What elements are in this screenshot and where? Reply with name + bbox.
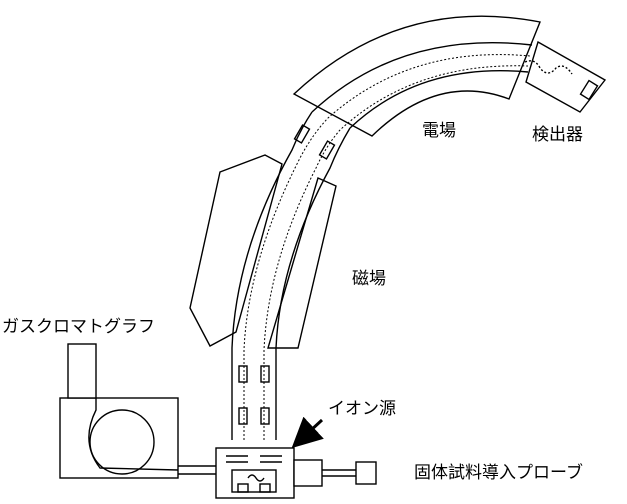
gas-chromatograph-column-coil (89, 409, 155, 475)
flight-tube-wall-upper (311, 42, 533, 113)
magnetic-field-label: 磁場 (352, 269, 386, 289)
slit-4 (260, 407, 270, 425)
magnetic-field-sector (189, 154, 283, 347)
gas-chromatograph-tubing (88, 398, 179, 471)
detector-element (579, 79, 599, 101)
detector-housing (525, 40, 607, 113)
detector-label: 検出器 (532, 125, 583, 145)
flight-tube-wall-lower (349, 69, 529, 129)
ion-chamber-coil (247, 474, 265, 482)
solid-probe-handle (355, 461, 377, 485)
ion-source-label: イオン源 (328, 399, 396, 419)
ion-beam-path-1 (243, 54, 531, 440)
ion-chamber-filament-left (237, 483, 249, 493)
ion-source-pointer-arrow (291, 416, 324, 449)
ion-chamber-filament-right (259, 483, 271, 493)
solid-probe-label: 固体試料導入プローブ (414, 462, 583, 483)
electric-field-label: 電場 (422, 121, 456, 141)
gas-chromatograph-label: ガスクロマトグラフ (2, 317, 155, 337)
solid-probe-sleeve (293, 459, 323, 487)
slit-1 (238, 365, 248, 383)
gas-chromatograph-column-housing (67, 343, 97, 399)
slit-6 (318, 140, 336, 160)
slit-5 (293, 124, 311, 144)
flight-tube-wall-right (275, 127, 351, 440)
magnetic-field-sector-inner (267, 177, 337, 349)
detector-ion-trajectory (524, 60, 573, 75)
flight-tube-wall-left (231, 111, 313, 440)
ion-chamber (231, 469, 277, 493)
slit-2 (260, 365, 270, 383)
electric-field-sector (292, 15, 541, 137)
slit-3 (238, 407, 248, 425)
gas-chromatograph-body (59, 397, 179, 479)
